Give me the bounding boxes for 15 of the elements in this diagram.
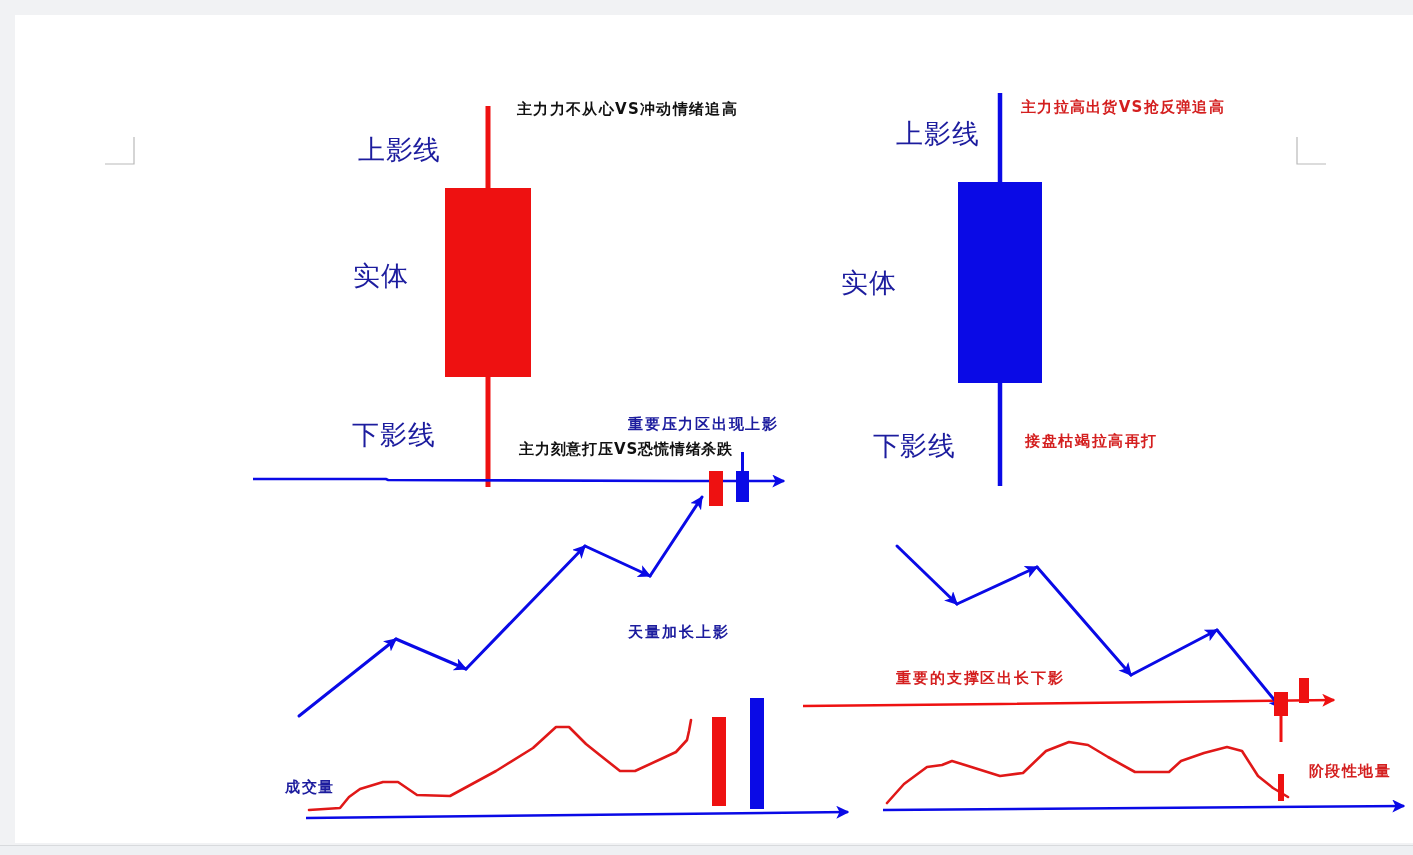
part-label: 下影线: [873, 432, 955, 459]
part-label: 上影线: [358, 136, 441, 163]
annotation-text: 成交量: [285, 780, 335, 795]
annotation-text: 主力拉高出货VS抢反弹追高: [1021, 100, 1226, 115]
annotation-text: 阶段性地量: [1309, 764, 1391, 779]
part-label: 实体: [841, 269, 897, 296]
part-label: 上影线: [896, 120, 980, 147]
annotation-text: 重要压力区出现上影: [628, 417, 780, 432]
part-label: 实体: [353, 262, 409, 289]
annotation-text: 重要的支撑区出长下影: [896, 671, 1065, 686]
part-label: 下影线: [352, 421, 436, 448]
annotation-text: 接盘枯竭拉高再打: [1025, 434, 1159, 449]
annotation-text: 主力力不从心VS冲动情绪追高: [517, 102, 739, 117]
annotation-text: 天量加长上影: [628, 625, 730, 640]
annotation-text: 主力刻意打压VS恐慌情绪杀跌: [519, 442, 734, 457]
